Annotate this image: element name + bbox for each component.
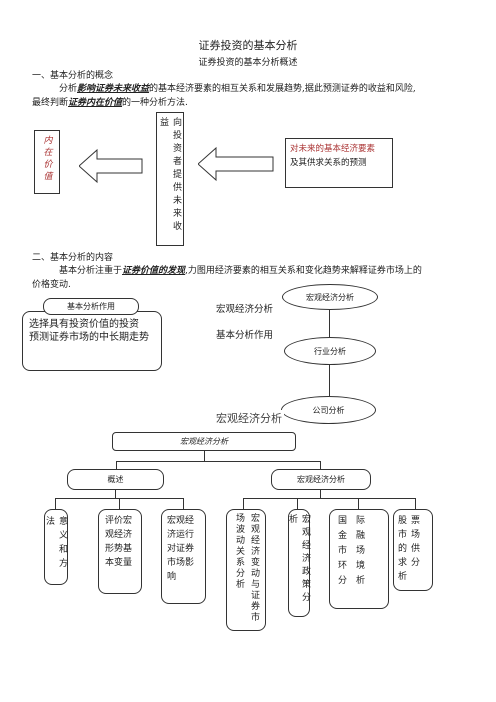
section2-heading: 二、基本分析的内容 xyxy=(32,253,114,263)
leaf-label: 意义和方法 xyxy=(44,516,67,572)
connector xyxy=(115,490,116,498)
leaf-label: 股票市场的供求分析 xyxy=(398,516,425,582)
leaf-label: 宏观经济政策分析 xyxy=(287,514,310,605)
connector xyxy=(243,498,244,510)
macro-tree-root: 宏观经济分析 xyxy=(112,432,296,451)
connector xyxy=(243,498,415,499)
forecast-box: 对未来的基本经济要素 及其供求关系的预测 xyxy=(285,138,393,188)
section2-paragraph-line1: 基本分析注重于证券价值的发现,力图用经济要素的相互关系和变化趋势来解释证券市场上… xyxy=(59,264,422,279)
future-income-box: 向投资者提供未来收益 xyxy=(156,112,184,246)
leaf-label: 宏观经济变动与证券市场波动关系分析 xyxy=(234,513,259,623)
leaf-significance: 意义和方法 xyxy=(44,509,68,585)
section2-paragraph-line2: 价格变动. xyxy=(32,280,71,290)
connector xyxy=(183,498,184,510)
arrow-left-icon xyxy=(79,148,143,184)
connector xyxy=(119,498,120,510)
industry-ellipse: 行业分析 xyxy=(284,337,376,365)
analysis-role-line1: 选择具有投资价值的投资 xyxy=(29,319,139,330)
connector xyxy=(297,498,298,510)
text: ,力图用经济要素的相互关系和变化趋势来解释证券市场上的 xyxy=(185,266,422,276)
overview-node-label: 概述 xyxy=(107,475,124,484)
arrow-left-icon xyxy=(198,146,274,182)
leaf-label: 评价宏观经济形势基本变量 xyxy=(105,516,133,568)
text: 的一种分析方法. xyxy=(122,98,188,108)
macro-tree-heading: 宏观经济分析 xyxy=(214,410,284,426)
emphasis: 影响证券未来收益 xyxy=(77,84,150,94)
text: 基本分析注重于 xyxy=(59,266,123,276)
leaf-variables: 评价宏观经济形势基本变量 xyxy=(98,509,142,594)
connector xyxy=(116,461,117,469)
leaf-relationship: 宏观经济变动与证券市场波动关系分析 xyxy=(226,509,266,631)
analysis-role-tag-label: 基本分析作用 xyxy=(67,302,115,311)
macro-ellipse-label: 宏观经济分析 xyxy=(306,292,354,302)
future-income-label: 向投资者提供未来收益 xyxy=(158,117,181,234)
connector xyxy=(55,498,56,510)
leaf-international: 国际金融市场环境分析 xyxy=(329,509,389,609)
macro-tree-root-label: 宏观经济分析 xyxy=(180,437,228,446)
company-ellipse: 公司分析 xyxy=(281,396,376,424)
leaf-supply-demand: 股票市场的供求分析 xyxy=(393,509,433,591)
analysis-role-line2: 预测证券市场的中长期走势 xyxy=(29,332,149,343)
macro-node: 宏观经济分析 xyxy=(271,469,371,490)
macro-node-label: 宏观经济分析 xyxy=(297,475,345,484)
leaf-label: 宏观经济运行对证券市场影响 xyxy=(167,516,195,582)
basic-analysis-label: 基本分析作用 xyxy=(216,330,274,341)
text: 的基本经济要素的相互关系和发展趋势,据此预测证券的收益和风险, xyxy=(149,84,416,94)
section1-heading: 一、基本分析的概念 xyxy=(32,71,114,81)
intrinsic-value-box: 内在价值 xyxy=(34,130,60,194)
connector xyxy=(358,498,359,510)
section1-paragraph-line1: 分析影响证券未来收益的基本经济要素的相互关系和发展趋势,据此预测证券的收益和风险… xyxy=(59,82,416,97)
connector xyxy=(320,490,321,498)
connector xyxy=(329,310,330,337)
connector xyxy=(320,461,321,469)
analysis-role-tag: 基本分析作用 xyxy=(43,298,139,315)
macro-ellipse: 宏观经济分析 xyxy=(282,284,378,310)
connector xyxy=(204,451,205,461)
page-title: 证券投资的基本分析 xyxy=(198,39,298,52)
emphasis: 证券内在价值 xyxy=(68,98,123,108)
overview-node: 概述 xyxy=(67,469,164,490)
emphasis: 证券价值的发现 xyxy=(122,266,186,276)
connector xyxy=(329,365,330,396)
connector xyxy=(415,498,416,510)
intrinsic-value-label: 内在价值 xyxy=(41,135,52,183)
text: 分析 xyxy=(59,84,78,94)
page-subtitle: 证券投资的基本分析概述 xyxy=(198,58,298,68)
section1-paragraph-line2: 最终判断证券内在价值的一种分析方法. xyxy=(32,96,188,111)
company-ellipse-label: 公司分析 xyxy=(312,405,345,415)
connector xyxy=(116,461,320,462)
macro-analysis-label: 宏观经济分析 xyxy=(216,304,274,315)
leaf-operation: 宏观经济运行对证券市场影响 xyxy=(161,509,206,604)
leaf-label: 国际金融市场环境分析 xyxy=(338,516,375,586)
analysis-role-box: 选择具有投资价值的投资 预测证券市场的中长期走势 xyxy=(22,311,162,371)
forecast-line2: 及其供求关系的预测 xyxy=(290,158,367,168)
leaf-policy: 宏观经济政策分析 xyxy=(287,509,310,617)
industry-ellipse-label: 行业分析 xyxy=(314,346,346,356)
forecast-line1: 对未来的基本经济要素 xyxy=(290,144,376,154)
text: 最终判断 xyxy=(32,98,69,108)
